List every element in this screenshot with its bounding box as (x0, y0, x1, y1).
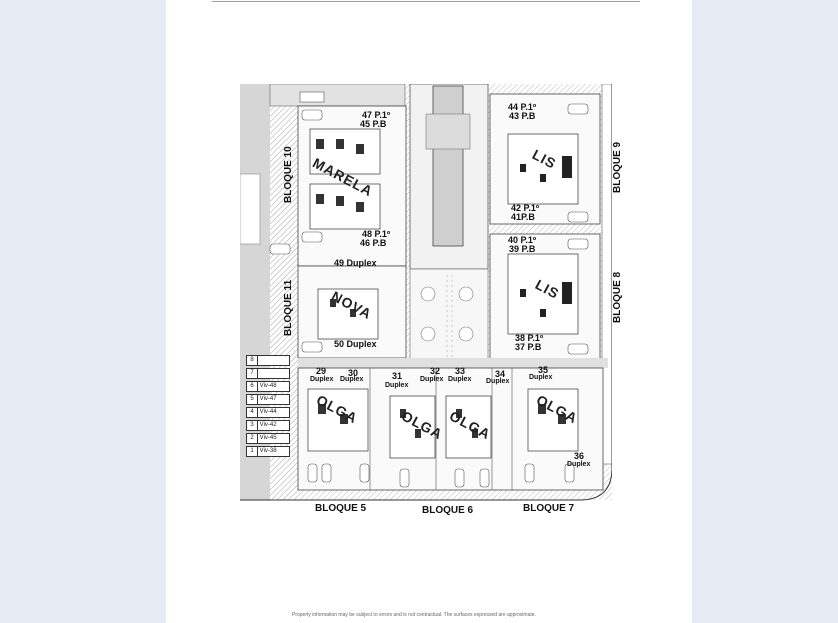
block-label-7: BLOQUE 7 (523, 503, 575, 514)
parking-slot: 8 (246, 355, 290, 366)
unit-type: Duplex (420, 376, 444, 383)
unit-number: 29 (316, 366, 327, 376)
unit-type: Duplex (340, 376, 364, 383)
block-label-11: BLOQUE 11 (283, 279, 294, 336)
unit-label: 38 P.1º (515, 333, 544, 343)
unit-label: 40 P.1º (508, 235, 537, 245)
block-label-10: BLOQUE 10 (283, 146, 294, 203)
block-label-5: BLOQUE 5 (315, 503, 367, 514)
unit-number: 31 (392, 371, 403, 381)
block-label-9: BLOQUE 9 (612, 141, 623, 193)
unit-label: 44 P.1º (508, 102, 537, 112)
parking-slot: 7 (246, 368, 290, 379)
block-label-8: BLOQUE 8 (612, 271, 623, 323)
unit-label: 41P.B (511, 212, 535, 222)
unit-number: 32 (430, 366, 441, 376)
unit-type: Duplex (448, 376, 472, 383)
unit-type: Duplex (385, 382, 409, 389)
parking-slot: 2 Viv-45 (246, 433, 290, 444)
unit-label: 49 Duplex (334, 258, 377, 268)
top-divider (212, 1, 640, 2)
unit-label: 50 Duplex (334, 339, 377, 349)
parking-slot: 4 Viv-44 (246, 407, 290, 418)
unit-label: 37 P.B (515, 342, 542, 352)
block-label-6: BLOQUE 6 (422, 505, 474, 516)
unit-number: 34 (495, 369, 506, 379)
unit-number: 30 (348, 368, 359, 378)
unit-label: 48 P.1º (362, 229, 391, 239)
disclaimer-text: Property information may be subject to e… (292, 612, 536, 618)
unit-type: Duplex (529, 374, 553, 381)
parking-slot: 6 Viv-48 (246, 381, 290, 392)
unit-label: 43 P.B (509, 111, 536, 121)
site-plan (240, 84, 612, 504)
unit-label: 42 P.1º (511, 203, 540, 213)
unit-type: Duplex (567, 461, 591, 468)
unit-type: Duplex (486, 378, 510, 385)
unit-label: 46 P.B (360, 238, 387, 248)
unit-label: 47 P.1º (362, 110, 391, 120)
unit-number: 33 (455, 366, 466, 376)
unit-label: 45 P.B (360, 119, 387, 129)
unit-type: Duplex (310, 376, 334, 383)
parking-slot: 1 Viv-38 (246, 446, 290, 457)
unit-number: 35 (538, 365, 549, 375)
parking-slot: 3 Viv-42 (246, 420, 290, 431)
parking-slot: 5 Viv-47 (246, 394, 290, 405)
unit-number: 36 (574, 451, 585, 461)
site-plan-drawing (240, 84, 612, 504)
unit-label: 39 P.B (509, 244, 536, 254)
